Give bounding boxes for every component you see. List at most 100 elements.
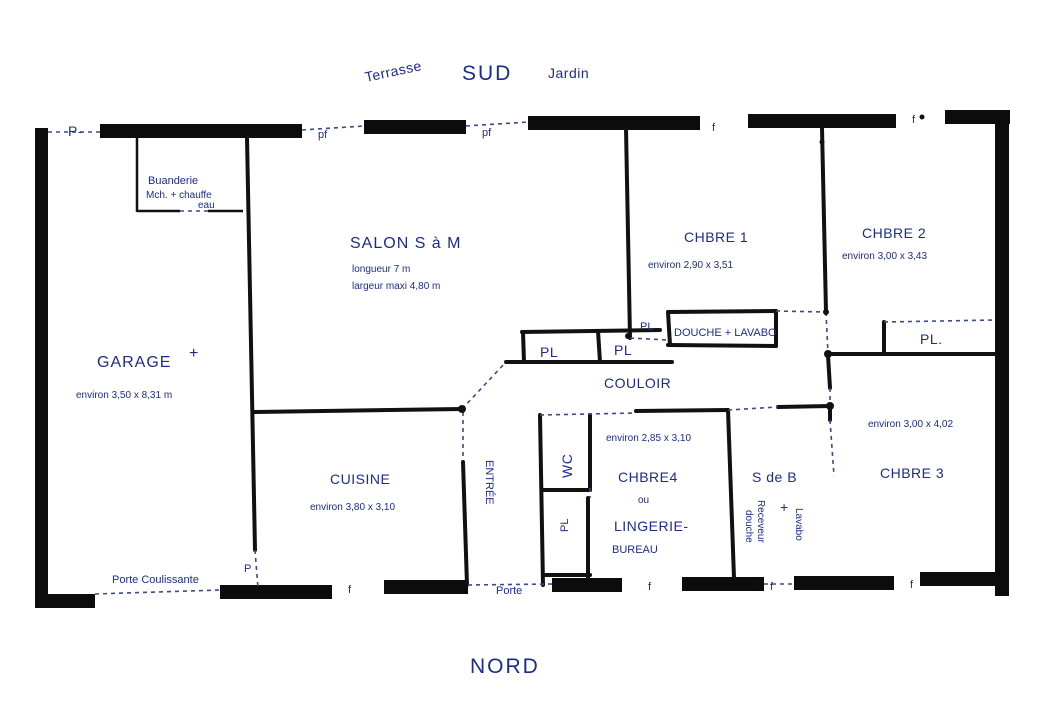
wc-west-wall <box>538 413 545 587</box>
salon-width: largeur maxi 4,80 m <box>352 281 440 292</box>
south-wall-5 <box>794 576 894 590</box>
sdb-item1: Lavabo <box>793 508 804 541</box>
garage-south-wall-stub <box>35 594 95 608</box>
chbre4-name: CHBRE4 <box>618 469 678 485</box>
douche-left-wall <box>666 310 672 347</box>
closets-top-wall <box>520 328 662 334</box>
f-mark-n1: f <box>712 122 716 134</box>
chbre1-door <box>629 337 669 341</box>
north-wall-2 <box>364 120 466 134</box>
chbre2-couloir-door <box>825 311 829 355</box>
pl-closet-lower: PL <box>559 519 571 532</box>
sdb-top-wall <box>776 404 832 409</box>
buanderie-line1: Buanderie <box>148 175 198 187</box>
garage-size: environ 3,50 x 8,31 m <box>76 390 172 401</box>
terrace-label: Terrasse <box>363 57 423 85</box>
north-label: NORD <box>470 655 540 678</box>
north-wall-1 <box>100 124 302 138</box>
chbre4-sdb-wall <box>726 408 736 580</box>
closet-left-wall <box>521 330 526 364</box>
douche-label: DOUCHE + LAVABO <box>674 327 777 339</box>
douche-top-wall <box>666 309 778 314</box>
front-door-label: Porte <box>496 585 522 597</box>
chbre3-west-wall-top <box>826 353 832 390</box>
chbre1-chbre2-wall <box>820 126 828 314</box>
chbre4-size: environ 2,85 x 3,10 <box>606 433 691 444</box>
f-mark-s2: f <box>648 581 652 593</box>
f-mark-s3: f <box>770 581 774 593</box>
wc-label: WC <box>559 454 575 478</box>
chbre4-door <box>539 412 637 416</box>
interior-walls <box>135 126 997 587</box>
garden-label: Jardin <box>548 65 589 81</box>
closet-mid-wall <box>596 329 602 364</box>
sliding-door <box>94 589 221 595</box>
garage-side-door-mark: P <box>244 563 251 575</box>
front-door <box>467 583 553 586</box>
cuisine-size: environ 3,80 x 3,10 <box>310 502 395 513</box>
pl-chbre2-door <box>883 319 996 323</box>
chbre4-or: ou <box>638 495 649 506</box>
pf-mark-1: pf <box>318 129 328 141</box>
entree-label: ENTRÉE <box>483 460 496 505</box>
south-label: SUD <box>462 62 512 85</box>
buanderie-line3: eau <box>198 200 215 211</box>
f-mark-s4: f <box>910 579 914 591</box>
south-wall-6 <box>920 572 1008 586</box>
pf-door-1 <box>301 125 365 131</box>
chbre4-alt1: LINGERIE- <box>614 518 689 534</box>
pl-closet-3: PL <box>640 321 653 333</box>
salon-length: longueur 7 m <box>352 264 410 275</box>
east-wall <box>995 110 1009 596</box>
f-mark-s1: f <box>348 584 352 596</box>
couloir-label: COULOIR <box>604 375 671 391</box>
douche-bottom-wall <box>666 343 778 348</box>
doors <box>48 121 996 595</box>
pf-door-2 <box>465 121 529 127</box>
sdb-plus: + <box>780 499 789 515</box>
north-wall-4 <box>748 114 896 128</box>
salon-couloir-opening <box>461 361 507 410</box>
chbre4-alt2: BUREAU <box>612 544 658 556</box>
north-wall-3 <box>528 116 700 130</box>
salon-name: SALON S à M <box>350 235 461 252</box>
south-wall-1 <box>220 585 332 599</box>
pl-closet-chbre2: PL. <box>920 331 943 347</box>
f-mark-n2: f <box>912 114 916 126</box>
chbre3-name: CHBRE 3 <box>880 465 944 481</box>
garage-name: GARAGE <box>97 354 171 371</box>
garage-side-door <box>254 549 259 589</box>
south-wall-4 <box>682 577 764 591</box>
chbre2-size: environ 3,00 x 3,43 <box>842 251 927 262</box>
south-wall-2 <box>384 580 468 594</box>
chbre1-size: environ 2,90 x 3,51 <box>648 260 733 271</box>
sdb-item2: Receveur <box>755 500 766 543</box>
garage-door-mark: P- <box>68 123 83 139</box>
cuisine-entree-wall <box>461 460 469 587</box>
pl-closet-1: PL <box>540 344 558 360</box>
chbre2-name: CHBRE 2 <box>862 225 926 241</box>
sliding-door-label: Porte Coulissante <box>112 574 199 586</box>
west-wall <box>35 128 48 608</box>
chbre1-salon-wall <box>624 126 632 340</box>
chbre1-name: CHBRE 1 <box>684 229 748 245</box>
exterior-walls <box>35 110 1010 608</box>
cuisine-name: CUISINE <box>330 471 390 487</box>
pf-mark-2: pf <box>482 127 492 139</box>
chbre4-top-wall <box>634 408 730 413</box>
sdb-item3: douche <box>743 510 754 543</box>
north-wall-5 <box>945 110 1010 124</box>
pl-closet-2: PL <box>614 342 632 358</box>
chbre3-size: environ 3,00 x 4,02 <box>868 419 953 430</box>
chbre3-door <box>829 419 835 477</box>
garage-mark: + <box>189 345 199 362</box>
south-wall-3 <box>552 578 622 592</box>
door-pivots <box>458 114 925 413</box>
buanderie-line2: Mch. + chauffe <box>146 190 212 201</box>
sdb-door <box>727 406 779 411</box>
salon-cuisine-wall <box>253 407 464 414</box>
chbre2-door <box>775 310 827 313</box>
garage-salon-wall <box>245 136 257 552</box>
sdb-name: S de B <box>752 469 797 485</box>
